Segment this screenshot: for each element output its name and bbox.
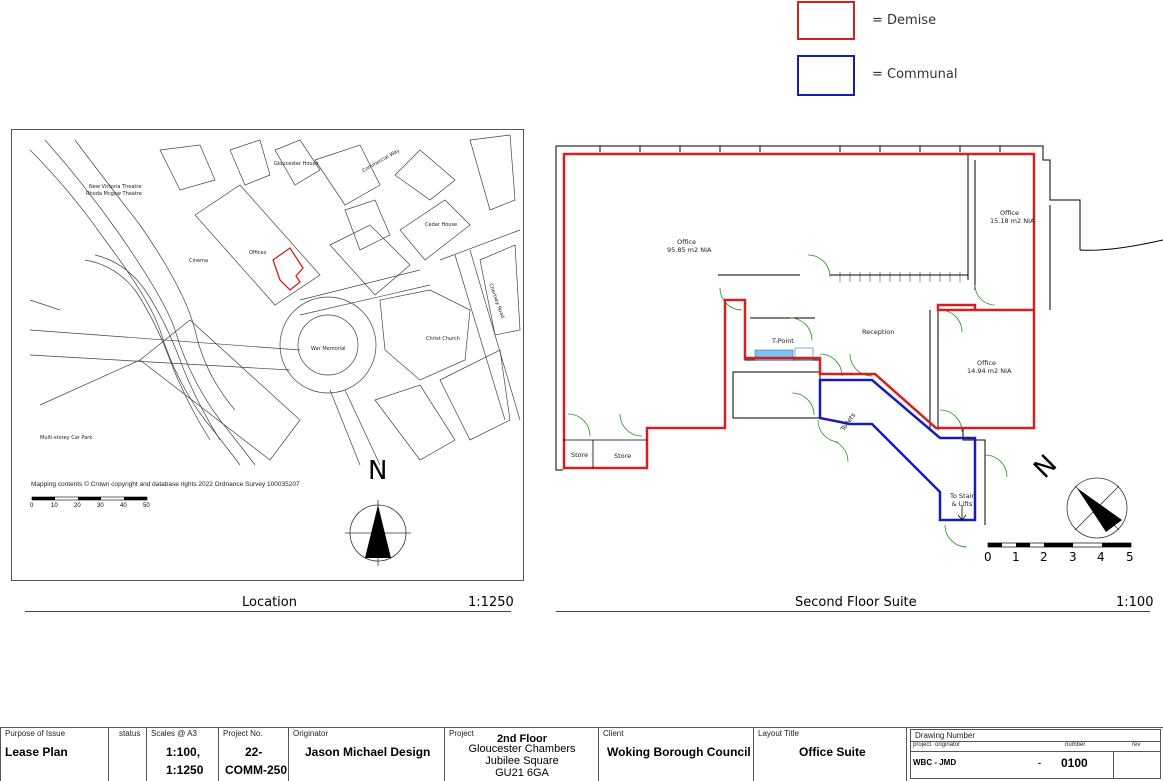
tb-dn-header: Drawing Number: [915, 731, 976, 740]
tb-project-line2: Gloucester Chambers: [468, 743, 576, 755]
scale-tick-40: 40: [120, 503, 127, 509]
tb-dn-originator-label: originator: [935, 742, 961, 748]
floor-scale-tick-1: 1: [1012, 550, 1020, 564]
tb-project-no-cell: Project No. 22- COMM-250: [218, 727, 288, 781]
tb-client-cell: Client Woking Borough Council: [598, 727, 753, 781]
location-scale: 1:1250: [468, 595, 514, 610]
map-copyright: Mapping contents © Crown copyright and d…: [31, 481, 300, 488]
map-label-cinema: Cinema: [189, 258, 209, 264]
demise-legend-label: = Demise: [872, 13, 937, 28]
tb-drawing-number-cell: Drawing Number project originator number…: [906, 727, 1163, 781]
tb-project-line1: 2nd Floor: [496, 733, 548, 745]
tb-client-value: Woking Borough Council: [607, 745, 751, 759]
scale-tick-30: 30: [97, 503, 104, 509]
room-stair: To Stair & Lifts: [949, 492, 975, 508]
communal-swatch: [797, 55, 855, 96]
tb-project-header: Project: [449, 729, 474, 738]
scale-tick-20: 20: [74, 503, 81, 509]
map-label-church: Christ Church: [426, 336, 460, 342]
tb-purpose-value: Lease Plan: [5, 745, 68, 759]
tb-dn-rev-divider: [1113, 751, 1114, 779]
location-title-rule: [25, 611, 511, 612]
map-label-cedar: Cedar House: [425, 222, 458, 228]
tb-dn-dash: -: [1038, 758, 1041, 768]
tb-layout-cell: Layout Title Office Suite: [753, 727, 906, 781]
map-label-war-memorial: War Memorial: [311, 346, 346, 352]
floor-scale-bar: [987, 542, 1132, 548]
tb-dn-rule-2: [910, 751, 1161, 752]
room-tpoint: T-Point: [772, 337, 794, 345]
tb-dn-rev-label: rev: [1132, 742, 1141, 748]
room-reception: Reception: [862, 328, 895, 336]
room-office-ne: Office: [1000, 209, 1019, 217]
tb-project-cell: Project 2nd Floor Gloucester Chambers Ju…: [444, 727, 598, 781]
tb-project-no-header: Project No.: [223, 729, 263, 738]
room-office-large: Office: [677, 238, 696, 246]
location-title: Location: [242, 595, 297, 610]
floor-scale-tick-3: 3: [1069, 550, 1077, 564]
tb-scales-header: Scales @ A3: [151, 729, 197, 738]
tb-status-header: status: [119, 729, 141, 738]
floor-scale: 1:100: [1116, 595, 1154, 610]
scale-tick-0: 0: [30, 503, 34, 509]
demise-swatch: [797, 1, 855, 40]
tb-dn-rule: [910, 741, 1161, 742]
tb-purpose-header: Purpose of Issue: [5, 729, 66, 738]
tb-status-cell: status: [108, 727, 146, 781]
tb-scales-cell: Scales @ A3 1:100, 1:1250: [146, 727, 218, 781]
scale-tick-50: 50: [143, 503, 150, 509]
tb-project-no-value-2: COMM-250: [225, 763, 288, 777]
floor-title: Second Floor Suite: [795, 595, 917, 610]
communal-legend-label: = Communal: [872, 67, 958, 82]
map-label-gloucester: Gloucester House: [274, 161, 319, 167]
floor-scale-tick-2: 2: [1040, 550, 1048, 564]
tb-layout-value: Office Suite: [799, 745, 866, 759]
location-north-arrow: [345, 500, 411, 566]
communal-outline: [818, 378, 977, 522]
tb-purpose-cell: Purpose of Issue Lease Plan: [0, 727, 108, 781]
room-office-se: Office: [977, 359, 996, 367]
scale-tick-10: 10: [51, 503, 58, 509]
floor-scale-tick-0: 0: [984, 550, 992, 564]
location-map-frame: [11, 129, 524, 581]
tb-layout-header: Layout Title: [758, 729, 799, 738]
tb-project-line4: GU21 6GA: [495, 767, 549, 779]
tb-client-header: Client: [603, 729, 624, 738]
title-block-frame: [0, 727, 1163, 781]
demise-outline: [562, 152, 1036, 470]
tb-dn-prefix: WBC - JMD: [913, 758, 957, 767]
tb-dn-number-label: number: [1065, 742, 1086, 748]
tb-originator-value: Jason Michael Design: [305, 745, 431, 759]
map-label-theatre2: Rhoda Mcgaw Theatre: [86, 191, 142, 197]
room-store-2: Store: [614, 452, 632, 460]
tb-scales-value-1: 1:100,: [166, 745, 201, 759]
room-office-large-area: 95.85 m2 NIA: [667, 246, 712, 254]
tb-project-no-value-1: 22-: [245, 745, 263, 759]
tb-dn-project-label: project: [913, 742, 932, 748]
map-label-car-park: Multi-storey Car Park: [40, 435, 93, 441]
floor-scale-tick-5: 5: [1126, 550, 1134, 564]
floor-north-arrow: [1066, 477, 1128, 539]
room-office-ne-area: 15.18 m2 NIA: [990, 217, 1035, 225]
map-label-theatre: New Victoria Theatre: [89, 184, 142, 190]
room-store-1: Store: [571, 451, 589, 459]
floor-title-rule: [556, 611, 1150, 612]
floor-scale-tick-4: 4: [1097, 550, 1105, 564]
tb-project-line3: Jubilee Square: [485, 755, 559, 767]
room-office-se-area: 14.94 m2 NIA: [967, 367, 1012, 375]
tb-originator-cell: Originator Jason Michael Design: [288, 727, 444, 781]
map-label-offices: Offices: [249, 250, 267, 256]
location-north-label: N: [368, 456, 388, 486]
tb-dn-box: [910, 729, 1161, 779]
location-scale-bar: [31, 496, 148, 501]
tb-originator-header: Originator: [293, 729, 329, 738]
tb-dn-number: 0100: [1061, 756, 1088, 770]
tb-scales-value-2: 1:1250: [166, 763, 204, 777]
